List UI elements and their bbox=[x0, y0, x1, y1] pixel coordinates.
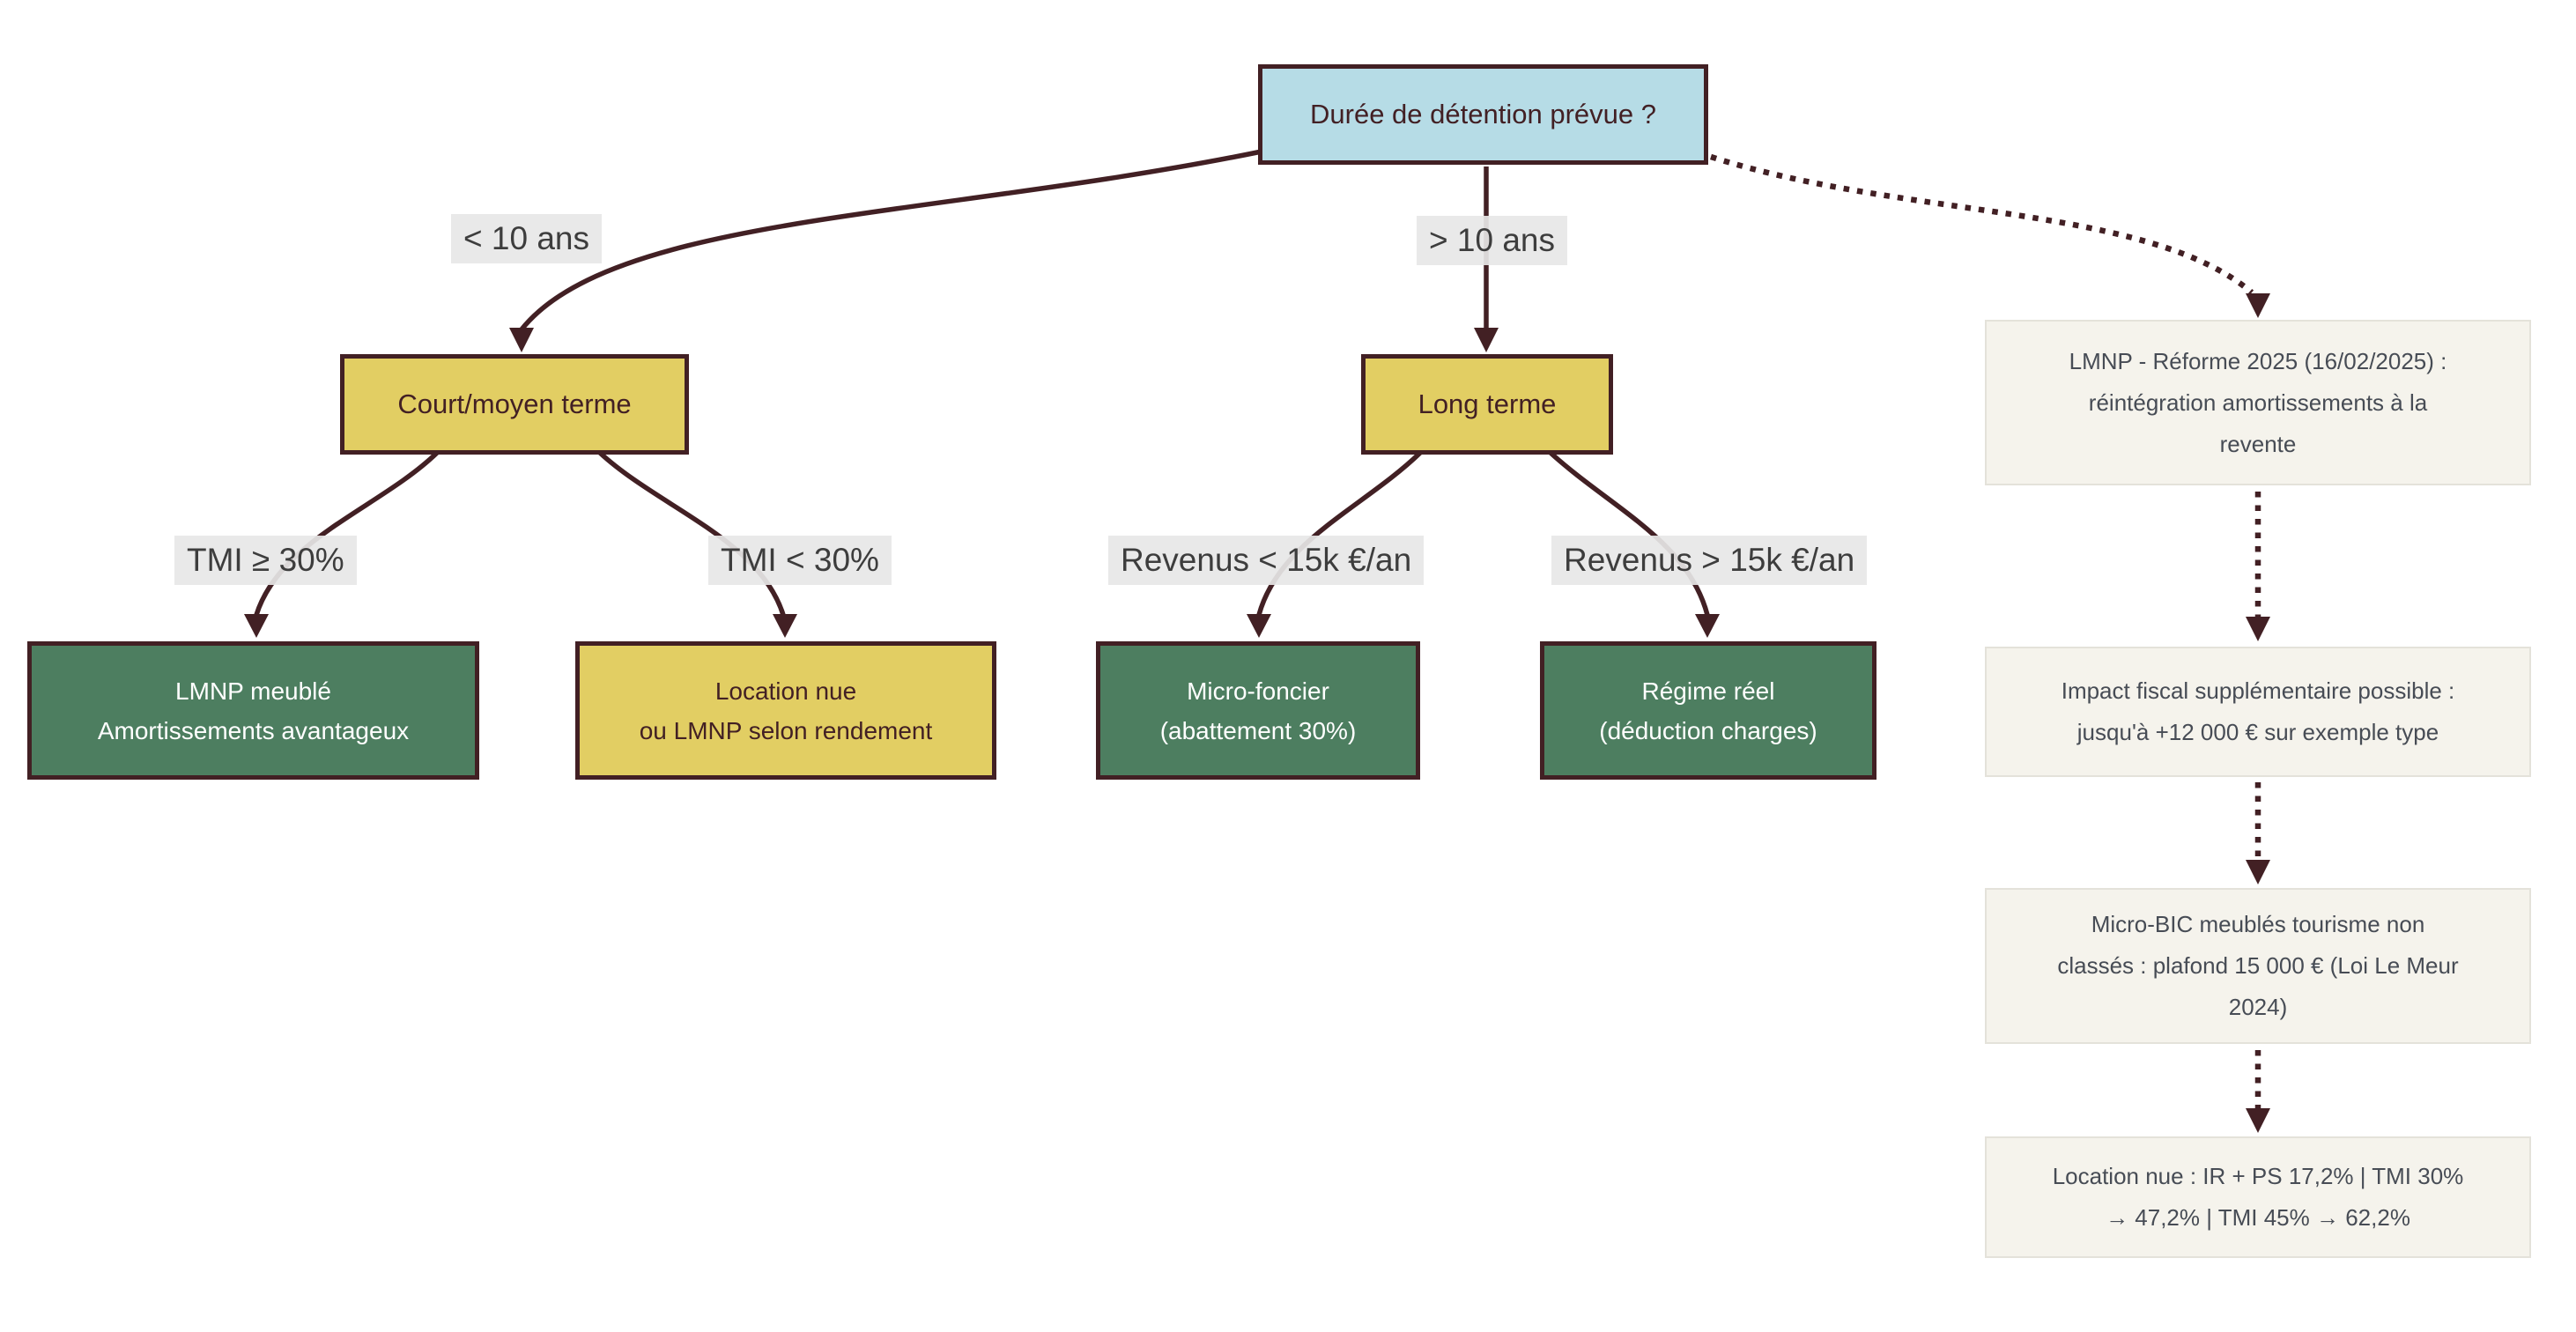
edge-court-to-lmnp bbox=[254, 451, 439, 616]
arrowhead-note-2 bbox=[2246, 617, 2270, 641]
note-impact-fiscal: Impact fiscal supplémentaire possible : … bbox=[1985, 647, 2531, 777]
node-long-terme: Long terme bbox=[1361, 354, 1613, 455]
node-line: (déduction charges) bbox=[1599, 716, 1817, 744]
node-line: (abattement 30%) bbox=[1159, 716, 1357, 744]
node-court-moyen-terme: Court/moyen terme bbox=[340, 354, 689, 455]
edge-root-to-note-1 bbox=[1710, 153, 2254, 295]
edge-label-tmi-ge-30: TMI ≥ 30% bbox=[174, 536, 357, 585]
arrowhead-note-4 bbox=[2246, 1108, 2270, 1133]
edge-label-revenus-gt-15k: Revenus > 15k €/an bbox=[1551, 536, 1868, 585]
note-location-nue-taux: Location nue : IR + PS 17,2% | TMI 30% →… bbox=[1985, 1136, 2531, 1258]
node-lmnp-meuble: LMNP meublé Amortissements avantageux bbox=[27, 641, 479, 780]
node-micro-foncier: Micro-foncier (abattement 30%) bbox=[1096, 641, 1420, 780]
node-line: Location nue bbox=[714, 677, 857, 705]
edge-label-tmi-lt-30: TMI < 30% bbox=[708, 536, 892, 585]
arrowhead-micro bbox=[1247, 614, 1271, 638]
edge-label-plus-10-ans: > 10 ans bbox=[1417, 216, 1567, 265]
node-line: Amortissements avantageux bbox=[97, 716, 410, 744]
node-line: ou LMNP selon rendement bbox=[639, 716, 933, 744]
node-regime-reel: Régime réel (déduction charges) bbox=[1540, 641, 1876, 780]
arrowhead-court bbox=[509, 328, 534, 352]
node-line: LMNP meublé bbox=[175, 677, 331, 705]
edge-long-to-micro bbox=[1256, 451, 1422, 616]
edge-label-revenus-lt-15k: Revenus < 15k €/an bbox=[1108, 536, 1425, 585]
note-lmnp-reforme-2025: LMNP - Réforme 2025 (16/02/2025) : réint… bbox=[1985, 320, 2531, 485]
node-line: Régime réel bbox=[1641, 677, 1775, 705]
edge-long-to-reel bbox=[1549, 450, 1710, 616]
arrowhead-note-1 bbox=[2246, 293, 2270, 318]
arrowhead-long bbox=[1474, 328, 1499, 352]
node-line: Micro-foncier bbox=[1187, 677, 1329, 705]
edge-court-to-locnue bbox=[598, 450, 786, 616]
arrowhead-note-3 bbox=[2246, 860, 2270, 884]
note-micro-bic-plafond: Micro-BIC meublés tourisme non classés :… bbox=[1985, 888, 2531, 1044]
arrowhead-locnue bbox=[773, 614, 797, 638]
node-location-nue: Location nue ou LMNP selon rendement bbox=[575, 641, 996, 780]
edge-root-to-court bbox=[519, 149, 1262, 331]
arrowhead-lmnp bbox=[244, 614, 269, 638]
node-duree-detention: Durée de détention prévue ? bbox=[1258, 64, 1708, 165]
arrowhead-reel bbox=[1695, 614, 1720, 638]
edge-label-moins-10-ans: < 10 ans bbox=[451, 214, 602, 263]
